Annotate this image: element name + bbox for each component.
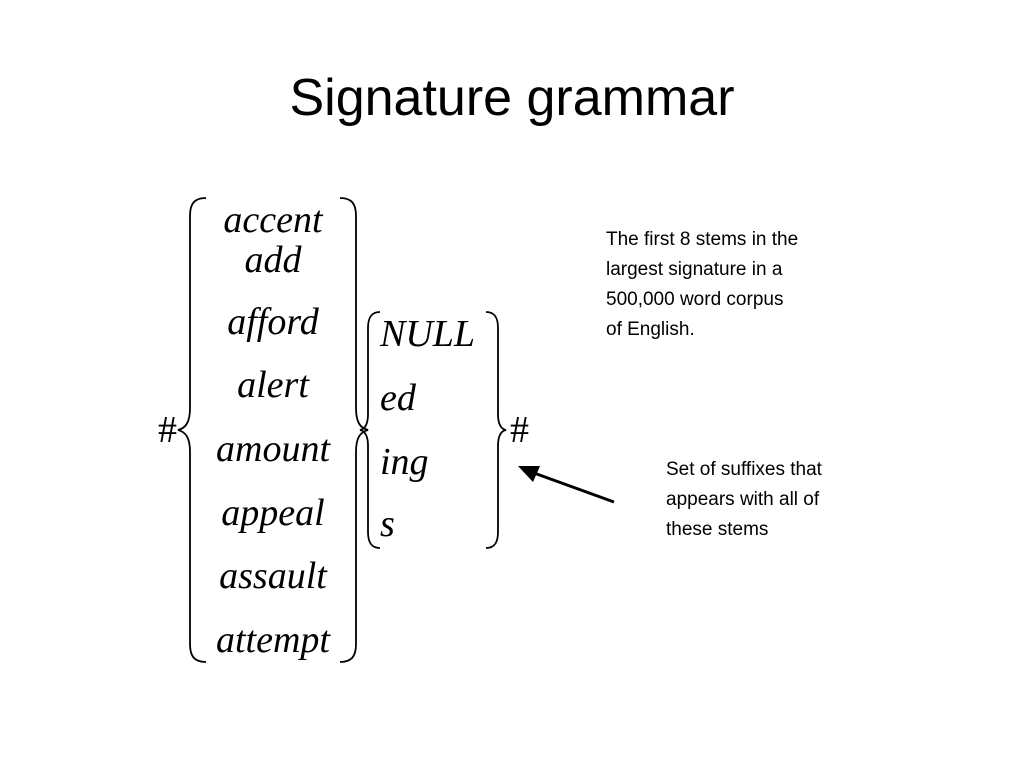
suffix-item: ing <box>380 441 429 483</box>
stem-item: add <box>244 239 302 281</box>
stems-left-brace <box>177 197 207 663</box>
stem-item: assault <box>219 555 327 597</box>
note-line: these stems <box>666 519 769 540</box>
slide-title: Signature grammar <box>289 69 735 127</box>
stems-explanation: The first 8 stems in the largest signatu… <box>606 225 798 345</box>
stems-right-brace <box>339 197 369 663</box>
stem-item: accent <box>223 199 323 241</box>
note-line: largest signature in a <box>606 259 783 280</box>
stem-item: alert <box>237 364 309 406</box>
suffix-item: NULL <box>380 313 476 355</box>
stem-item: amount <box>216 428 330 470</box>
arrow-head-icon <box>518 466 540 482</box>
note-line: 500,000 word corpus <box>606 289 784 310</box>
stem-item: attempt <box>216 619 330 661</box>
suffix-item: ed <box>380 377 416 419</box>
stem-item: appeal <box>221 492 325 534</box>
right-boundary-symbol: # <box>510 409 529 451</box>
stem-item: afford <box>227 301 319 343</box>
suffixes-left-brace <box>359 311 381 549</box>
suffixes-right-brace <box>485 311 507 549</box>
suffixes-explanation: Set of suffixes that appears with all of… <box>666 455 822 545</box>
arrow-line <box>533 471 615 504</box>
suffix-item: s <box>380 503 395 545</box>
note-line: of English. <box>606 319 695 340</box>
note-line: Set of suffixes that <box>666 459 822 480</box>
note-line: appears with all of <box>666 489 820 510</box>
note-line: The first 8 stems in the <box>606 229 799 250</box>
left-boundary-symbol: # <box>158 409 177 451</box>
